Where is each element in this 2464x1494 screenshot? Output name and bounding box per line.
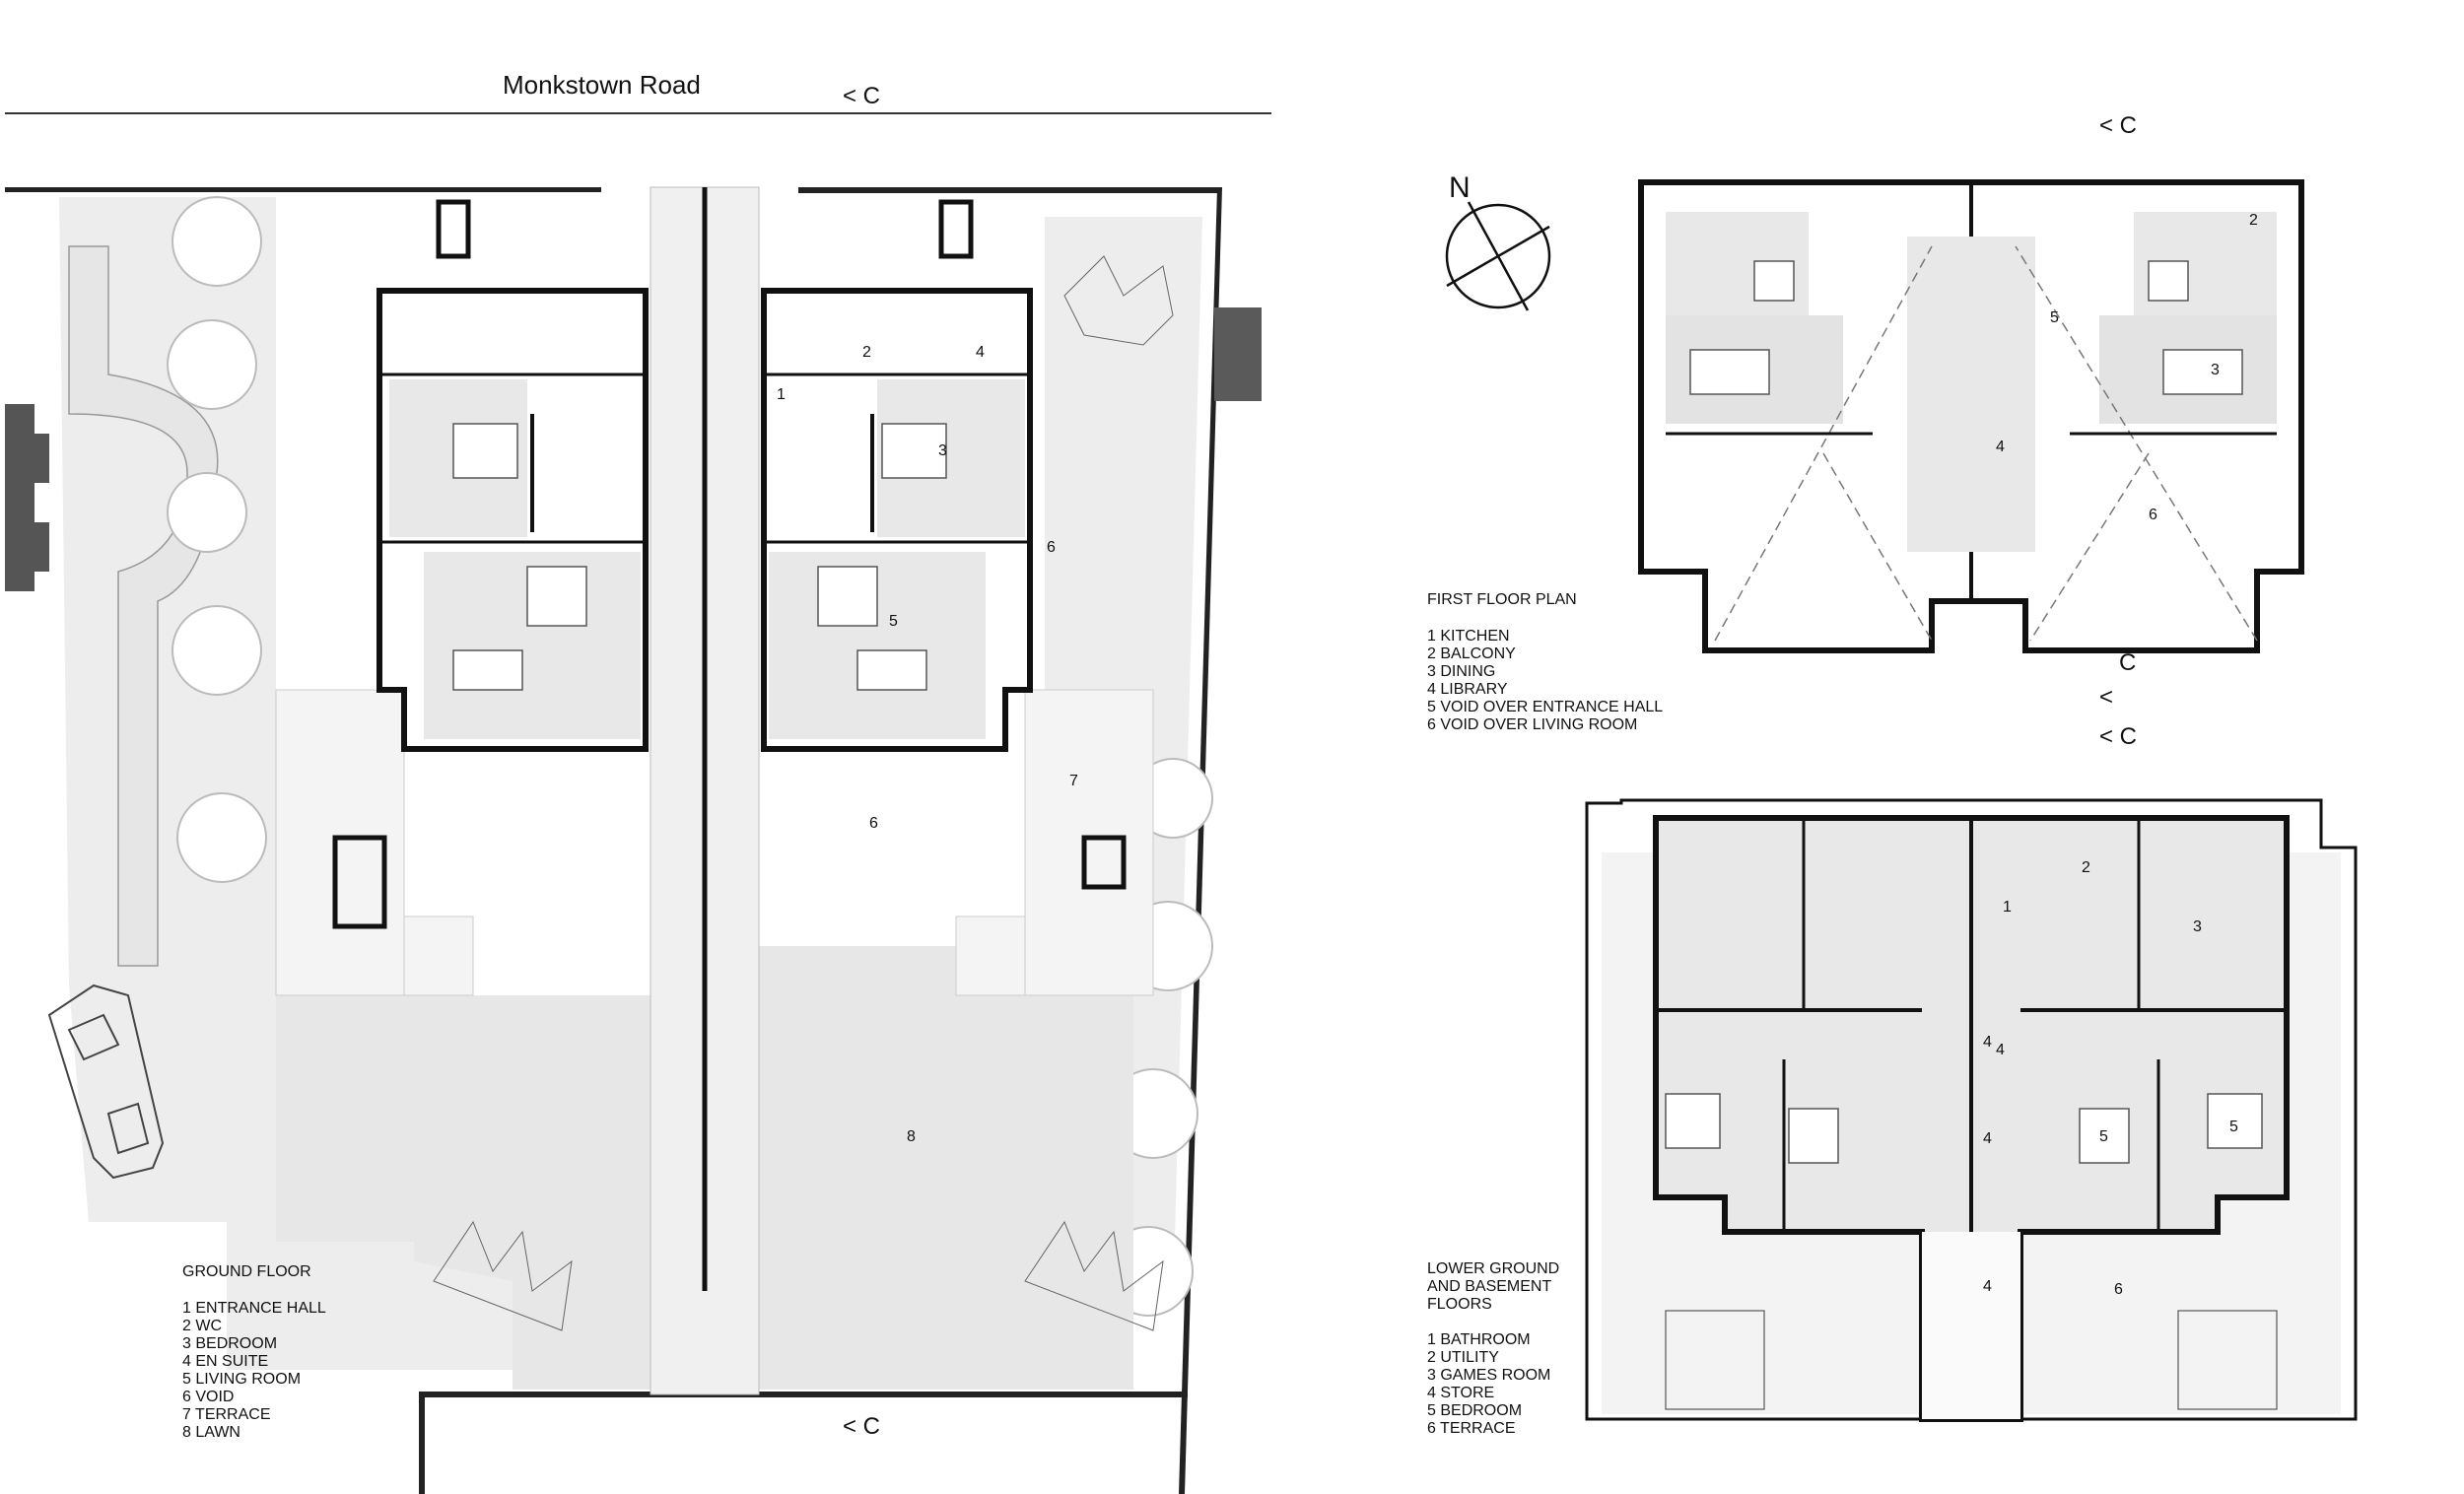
legend-item: 1 ENTRANCE HALL (182, 1300, 326, 1317)
section-markers: < C < C C < < C < C (843, 83, 2137, 1440)
lawn-left (276, 995, 650, 1242)
room-number: 3 (2211, 362, 2220, 378)
store-corridor (1922, 1232, 2020, 1419)
lawn-left-lower (414, 1242, 650, 1390)
parked-car (47, 984, 165, 1180)
lower-floor-room-numbers: 1 2 3 4 4 4 4 5 5 6 (1983, 859, 2238, 1298)
lower-terrace-boundary (1585, 798, 2358, 1421)
legend-item: 3 GAMES ROOM (1427, 1367, 1550, 1384)
room-number: 4 (1983, 1034, 1992, 1051)
legend-item: 3 BEDROOM (182, 1335, 277, 1352)
first-floor-title: FIRST FLOOR PLAN (1427, 591, 1577, 608)
rear-boundary-wall (419, 1392, 1188, 1494)
ground-floor-room-numbers: 1 2 3 4 5 6 6 7 8 (777, 344, 1078, 1145)
section-marker: < C (2099, 112, 2137, 139)
first-floor-furniture (1689, 260, 2243, 395)
legend-item: 3 DINING (1427, 663, 1495, 680)
room-number: 2 (862, 344, 871, 361)
ground-floor-labels: GROUND FLOOR 1 ENTRANCE HALL 2 WC 3 BEDR… (182, 344, 1078, 1441)
ground-floor-title: GROUND FLOOR (182, 1263, 311, 1280)
legend-item: 2 BALCONY (1427, 645, 1516, 662)
terrace-paving (275, 689, 1154, 996)
room-number: 3 (2193, 918, 2202, 935)
section-marker: < C (843, 83, 880, 109)
north-arrow: N (1445, 171, 1551, 311)
site-plan: Monkstown Road (5, 70, 1271, 1494)
legend-item: 4 LIBRARY (1427, 681, 1508, 698)
north-arrow-circle (1445, 203, 1551, 309)
first-floor-plan: FIRST FLOOR PLAN 1 KITCHEN 2 BALCONY 3 D… (1427, 179, 2304, 733)
shrubs-south (433, 255, 1174, 1331)
house-west-ground (376, 288, 649, 752)
lower-stairs (1665, 1310, 2278, 1410)
house-east-ground (761, 288, 1033, 752)
legend-item: 2 UTILITY (1427, 1349, 1499, 1366)
lower-ground-plan: LOWER GROUND AND BASEMENT FLOORS 1 BATHR… (1427, 798, 2358, 1437)
room-number: 3 (938, 442, 947, 459)
site-boundary-east (1179, 187, 1222, 1494)
front-bins (332, 199, 1127, 929)
room-number: 1 (2003, 899, 2012, 916)
ground-floor-legend: 1 ENTRANCE HALL 2 WC 3 BEDROOM 4 EN SUIT… (182, 1300, 326, 1441)
furniture-ground (452, 423, 947, 691)
library-floor (1907, 237, 2035, 552)
legend-item: 4 STORE (1427, 1385, 1494, 1401)
legend-item: 5 LIVING ROOM (182, 1371, 301, 1388)
lower-furniture (1665, 1093, 2263, 1164)
section-marker: C (2119, 649, 2136, 676)
room-number: 6 (1047, 539, 1056, 556)
room-number: 6 (2114, 1281, 2123, 1298)
legend-item: 2 WC (182, 1318, 222, 1334)
room-number: 5 (889, 613, 898, 630)
legend-item: 8 LAWN (182, 1424, 240, 1441)
site-boundary-wall (5, 187, 1217, 193)
road-name-label: Monkstown Road (503, 70, 701, 100)
first-floor-legend: 1 KITCHEN 2 BALCONY 3 DINING 4 LIBRARY 5… (1427, 628, 1663, 733)
legend-item: 6 VOID (182, 1389, 234, 1405)
legend-item: 6 VOID OVER LIVING ROOM (1427, 716, 1637, 733)
lower-floor-legend: 1 BATHROOM 2 UTILITY 3 GAMES ROOM 4 STOR… (1427, 1331, 1550, 1437)
room-number: 4 (1983, 1130, 1992, 1147)
first-floor-void-lines (1714, 245, 2258, 642)
room-number: 4 (1996, 1042, 2005, 1058)
room-number: 4 (1983, 1278, 1992, 1295)
room-number: 4 (976, 344, 985, 361)
driveway-curve (68, 245, 219, 967)
room-number: 6 (2149, 507, 2157, 523)
legend-item: 1 BATHROOM (1427, 1331, 1531, 1348)
room-number: 1 (777, 386, 786, 403)
lower-floor-title-line: AND BASEMENT (1427, 1278, 1551, 1295)
legend-item: 5 VOID OVER ENTRANCE HALL (1427, 699, 1663, 715)
room-number: 6 (869, 815, 878, 832)
section-marker: < (2099, 684, 2113, 711)
section-marker: < C (843, 1413, 880, 1440)
legend-item: 1 KITCHEN (1427, 628, 1510, 645)
room-number: 2 (2082, 859, 2090, 876)
lower-floor-title-line: FLOORS (1427, 1296, 1492, 1313)
lawn-right (759, 946, 1133, 1390)
room-number: 2 (2249, 212, 2258, 229)
legend-item: 4 EN SUITE (182, 1353, 268, 1370)
first-floor-outline (1638, 179, 2304, 653)
section-marker: < C (2099, 723, 2137, 750)
neighbour-building-east (1214, 307, 1262, 401)
legend-item: 7 TERRACE (182, 1406, 271, 1423)
room-number: 5 (2050, 309, 2059, 326)
room-number: 5 (2229, 1119, 2238, 1135)
legend-item: 5 BEDROOM (1427, 1402, 1522, 1419)
legend-item: 6 TERRACE (1427, 1420, 1516, 1437)
room-number: 8 (907, 1128, 916, 1145)
north-label: N (1449, 171, 1471, 204)
room-number: 4 (1996, 439, 2005, 455)
room-number: 5 (2099, 1128, 2108, 1145)
room-number: 7 (1069, 773, 1078, 789)
first-floor-room-numbers: 2 5 3 4 6 (1996, 212, 2258, 523)
lower-floor-title-line: LOWER GROUND (1427, 1260, 1559, 1277)
neighbour-house-west (5, 404, 49, 591)
